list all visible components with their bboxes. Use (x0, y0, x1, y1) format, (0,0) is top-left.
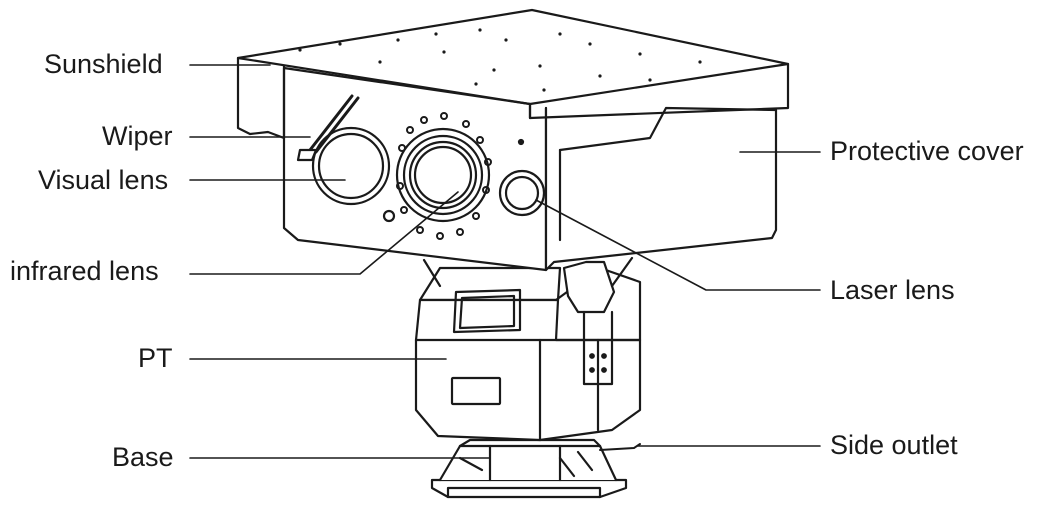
leader-infrared-lens (189, 191, 459, 275)
sunshield-drawing (236, 8, 790, 140)
label-sunshield: Sunshield (44, 49, 163, 79)
base-drawing (430, 438, 641, 499)
housing-drawing (282, 64, 778, 272)
label-laser-lens: Laser lens (830, 275, 955, 305)
label-pt: PT (138, 343, 173, 373)
label-visual-lens: Visual lens (38, 165, 169, 195)
pt-drawing (414, 256, 642, 442)
label-wiper: Wiper (102, 121, 173, 151)
leader-lines (189, 64, 821, 459)
label-side-outlet: Side outlet (830, 430, 958, 460)
label-infrared-lens: infrared lens (10, 256, 159, 286)
label-base: Base (112, 442, 174, 472)
leader-laser-lens (535, 199, 821, 291)
label-protective-cover: Protective cover (830, 136, 1024, 166)
